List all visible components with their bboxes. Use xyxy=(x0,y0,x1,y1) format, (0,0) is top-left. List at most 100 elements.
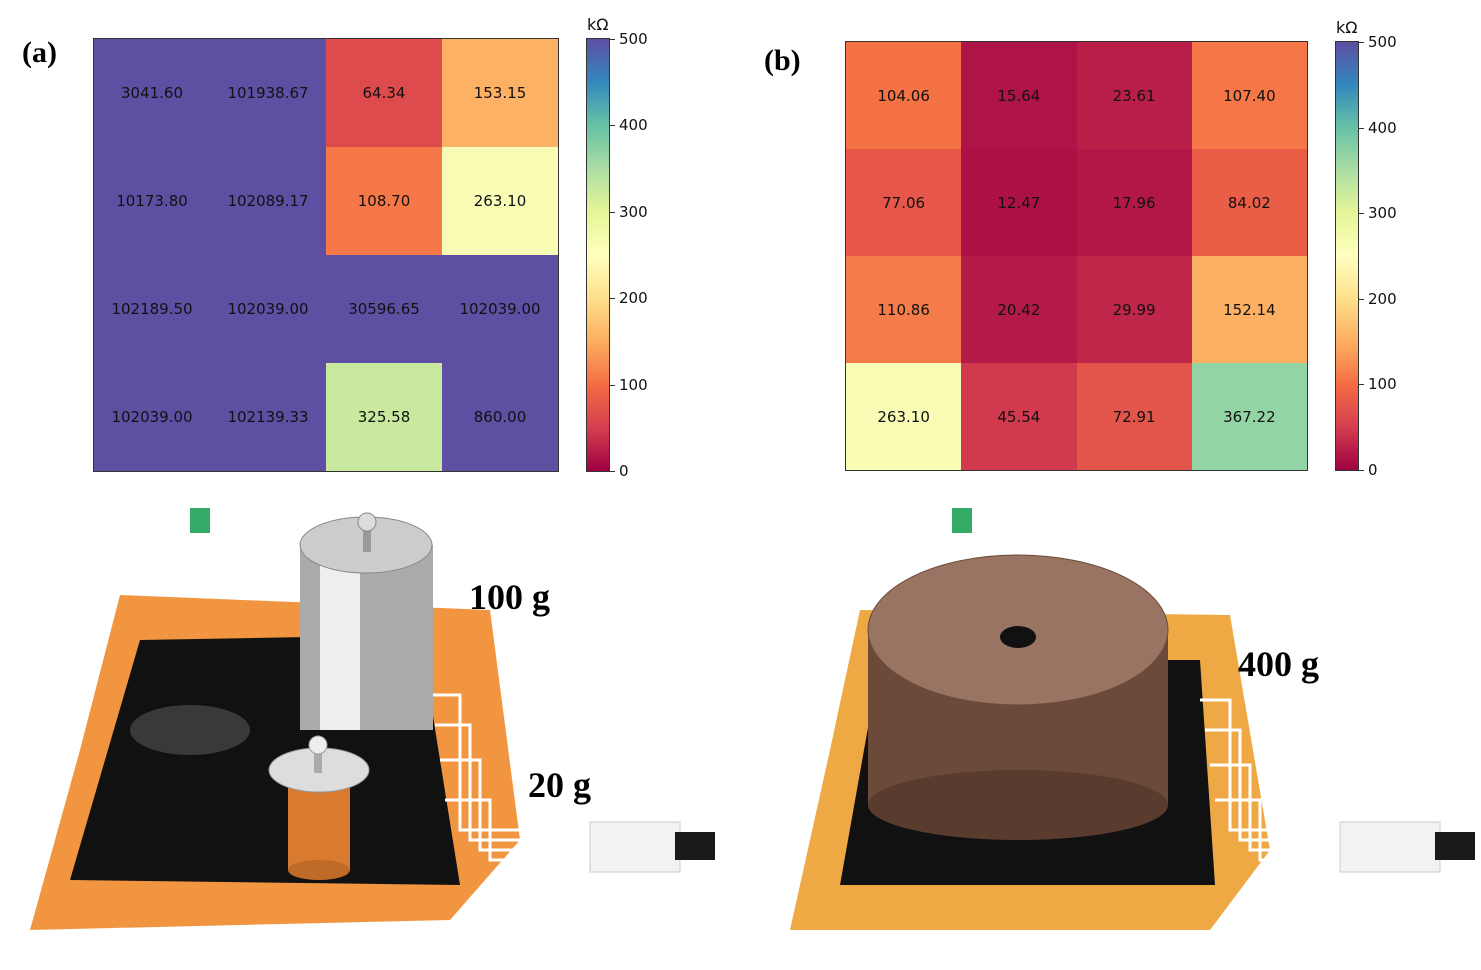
cell-value-label: 102039.00 xyxy=(459,300,541,318)
cell-value-label: 12.47 xyxy=(997,193,1041,212)
heatmap-cell: 17.96 xyxy=(1076,149,1192,256)
connector xyxy=(1339,821,1441,873)
cell-value-label: 29.99 xyxy=(1112,300,1156,319)
colorbar-tick xyxy=(609,125,615,127)
heatmap-cell: 72.91 xyxy=(1076,363,1192,470)
heatmap-cell: 367.22 xyxy=(1191,363,1307,470)
cell-value-label: 153.15 xyxy=(473,84,527,102)
colorbar-tick-label: 0 xyxy=(1368,461,1378,479)
colorbar-tick-label: 100 xyxy=(1368,375,1397,394)
heatmap-cell: 102039.00 xyxy=(442,255,558,363)
cell-value-label: 101938.67 xyxy=(227,84,309,102)
colorbar-tick xyxy=(1358,384,1364,386)
cell-value-label: 263.10 xyxy=(473,192,527,210)
heatmap-cell: 860.00 xyxy=(442,363,558,471)
colorbar-unit-b: kΩ xyxy=(1336,18,1358,37)
heatmap-cell: 102039.00 xyxy=(210,255,326,363)
heatmap-cell: 104.06 xyxy=(846,42,962,149)
colorbar-tick xyxy=(1358,298,1364,300)
heatmap-cell: 45.54 xyxy=(961,363,1077,470)
weight-label-20g: 20 g xyxy=(528,765,591,805)
cell-value-label: 110.86 xyxy=(877,300,930,319)
heatmap-cell: 10173.80 xyxy=(94,147,210,255)
heatmap-cell: 107.40 xyxy=(1191,42,1307,149)
heatmap-cell: 110.86 xyxy=(846,256,962,363)
cell-value-label: 45.54 xyxy=(997,407,1041,426)
heatmap-cell: 77.06 xyxy=(846,149,962,256)
heatmap-cell: 29.99 xyxy=(1076,256,1192,363)
cell-value-label: 10173.80 xyxy=(116,192,188,210)
colorbar-tick xyxy=(1358,42,1364,43)
heatmap-cell: 30596.65 xyxy=(326,255,442,363)
heatmap-a: 3041.60 101938.67 64.34 153.15 10173.80 10208… xyxy=(93,38,559,472)
cell-value-label: 64.34 xyxy=(362,84,406,102)
cell-value-label: 102139.33 xyxy=(227,408,309,426)
colorbar-b: kΩ 0 100 200 300 400 500 xyxy=(1335,18,1397,479)
colorbar-tick-label: 200 xyxy=(619,289,648,308)
colorbar-tick xyxy=(609,298,615,300)
colorbar-tick-label: 300 xyxy=(1368,204,1397,223)
cell-value-label: 84.02 xyxy=(1227,193,1271,212)
colorbar-tick xyxy=(609,39,615,40)
cell-value-label: 3041.60 xyxy=(120,84,184,102)
cell-value-label: 102039.00 xyxy=(111,408,193,426)
heatmap-cell: 102089.17 xyxy=(210,147,326,255)
heatmap-cell: 20.42 xyxy=(961,256,1077,363)
heatmap-cell: 152.14 xyxy=(1191,256,1307,363)
colorbar-unit-a: kΩ xyxy=(587,15,609,34)
colorbar-tick xyxy=(1358,127,1364,129)
heatmap-cell: 153.15 xyxy=(442,39,558,147)
colorbar-tick-label: 500 xyxy=(1368,33,1397,51)
colorbar-a: kΩ 0 100 200 300 400 500 xyxy=(586,15,648,480)
cell-value-label: 860.00 xyxy=(473,408,527,426)
panel-label-a: (a) xyxy=(22,36,57,69)
cell-value-label: 15.64 xyxy=(997,86,1041,105)
colorbar-tick-label: 500 xyxy=(619,30,648,48)
photo-sensor-b xyxy=(790,508,1475,930)
colorbar-tick-label: 400 xyxy=(1368,118,1397,137)
cell-value-label: 152.14 xyxy=(1223,300,1276,319)
panel-label-b: (b) xyxy=(764,44,801,77)
heatmap-cell: 12.47 xyxy=(961,149,1077,256)
colorbar-tick-label: 400 xyxy=(619,116,648,135)
cell-value-label: 108.70 xyxy=(357,192,411,210)
heatmap-cell: 102189.50 xyxy=(94,255,210,363)
colorbar-tick xyxy=(1358,470,1364,471)
colorbar-tick xyxy=(609,384,615,386)
cell-value-label: 104.06 xyxy=(877,86,930,105)
heatmap-cell: 3041.60 xyxy=(94,39,210,147)
connector xyxy=(589,821,681,873)
heatmap-cell: 64.34 xyxy=(326,39,442,147)
weight-100g xyxy=(299,512,433,730)
cell-value-label: 23.61 xyxy=(1112,86,1156,105)
cell-value-label: 325.58 xyxy=(357,408,411,426)
cell-value-label: 77.06 xyxy=(882,193,926,212)
colorbar-tick xyxy=(1358,213,1364,215)
photo-sensor-a xyxy=(30,508,715,930)
cell-value-label: 102089.17 xyxy=(227,192,309,210)
heatmap-cell: 84.02 xyxy=(1191,149,1307,256)
cell-value-label: 102039.00 xyxy=(227,300,309,318)
heatmap-cell: 325.58 xyxy=(326,363,442,471)
weight-20g xyxy=(268,735,370,880)
cell-value-label: 263.10 xyxy=(877,407,930,426)
cell-value-label: 17.96 xyxy=(1112,193,1156,212)
colorbar-tick-label: 300 xyxy=(619,202,648,221)
heatmap-b: 104.06 15.64 23.61 107.40 77.06 12.47 17.96 84.… xyxy=(845,41,1308,471)
wires xyxy=(430,693,590,862)
heatmap-cell: 23.61 xyxy=(1076,42,1192,149)
colorbar-tick-label: 0 xyxy=(619,462,629,480)
wires xyxy=(1200,698,1340,862)
heatmap-cell: 102039.00 xyxy=(94,363,210,471)
heatmap-cell: 102139.33 xyxy=(210,363,326,471)
weight-label-400g: 400 g xyxy=(1238,644,1319,684)
cell-value-label: 107.40 xyxy=(1223,86,1276,105)
heatmap-cell: 15.64 xyxy=(961,42,1077,149)
cell-value-label: 30596.65 xyxy=(348,300,420,318)
weight-400g xyxy=(867,554,1169,840)
colorbar-tick-label: 100 xyxy=(619,375,648,394)
heatmap-cell: 108.70 xyxy=(326,147,442,255)
cell-value-label: 20.42 xyxy=(997,300,1041,319)
heatmap-cell: 263.10 xyxy=(442,147,558,255)
colorbar-tick-label: 200 xyxy=(1368,289,1397,308)
